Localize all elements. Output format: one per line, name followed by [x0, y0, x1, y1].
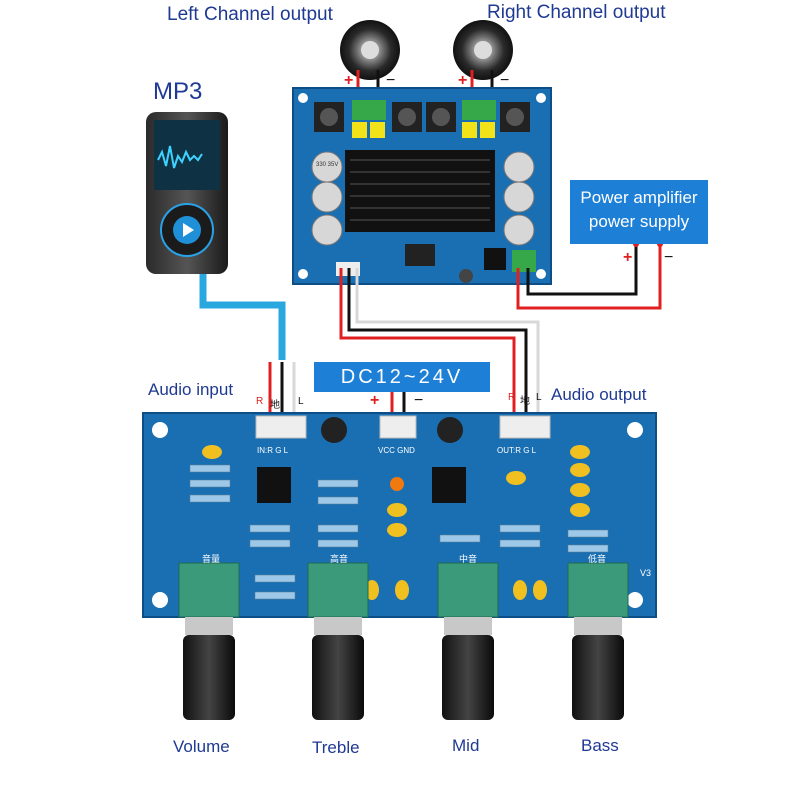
audio-input-label: Audio input: [148, 380, 234, 399]
volume-knob[interactable]: [178, 562, 240, 720]
audio-input-wires: [268, 362, 296, 420]
audio-output-wires: [339, 268, 540, 420]
out-r-pin: R: [508, 392, 516, 403]
treble-label: Treble: [312, 738, 360, 757]
out-ground-pin: 地: [520, 396, 530, 407]
left-minus: −: [386, 72, 396, 89]
dc-minus: −: [414, 392, 424, 409]
silk-in-header: IN:R G L: [257, 446, 289, 455]
in-r-pin: R: [256, 396, 264, 407]
bass-label: Bass: [581, 736, 619, 755]
in-ground-pin: 地: [270, 400, 280, 411]
silk-treble: 高音: [330, 554, 349, 564]
silk-volume: 音量: [202, 554, 221, 564]
right-minus: −: [500, 72, 510, 89]
right-plus: +: [458, 72, 468, 89]
supply-minus: −: [664, 249, 674, 266]
right-channel-output-label: Right Channel output: [487, 2, 666, 23]
bass-knob[interactable]: [567, 562, 629, 720]
treble-knob[interactable]: [307, 562, 369, 720]
left-speaker-icon: [340, 20, 400, 80]
amplifier-board: [292, 87, 552, 285]
mid-label: Mid: [452, 736, 480, 755]
supply-plus: +: [623, 249, 633, 266]
silk-mid: 中音: [459, 554, 478, 564]
silk-power-header: VCC GND: [378, 446, 415, 455]
volume-label: Volume: [173, 737, 230, 756]
out-l-pin: L: [536, 392, 542, 403]
power-supply-wires: [516, 244, 662, 310]
mid-knob[interactable]: [437, 562, 499, 720]
right-speaker-icon: [453, 20, 513, 80]
dc-plus: +: [370, 392, 380, 409]
in-l-pin: L: [298, 396, 304, 407]
left-channel-output-label: Left Channel output: [167, 4, 333, 25]
mp3-audio-cable: [199, 274, 286, 360]
silk-out-header: OUT:R G L: [497, 446, 537, 455]
power-supply-box: Power amplifier power supply: [570, 180, 708, 244]
silk-version: V3: [640, 568, 652, 578]
mp3-player-icon: [146, 112, 228, 274]
mp3-label: MP3: [153, 78, 203, 105]
silk-cap-rating: 330 35V: [316, 162, 339, 168]
dc-voltage-box: DC12~24V: [314, 362, 490, 392]
audio-output-label: Audio output: [551, 385, 647, 404]
left-plus: +: [344, 72, 354, 89]
silk-bass: 低音: [588, 554, 607, 564]
